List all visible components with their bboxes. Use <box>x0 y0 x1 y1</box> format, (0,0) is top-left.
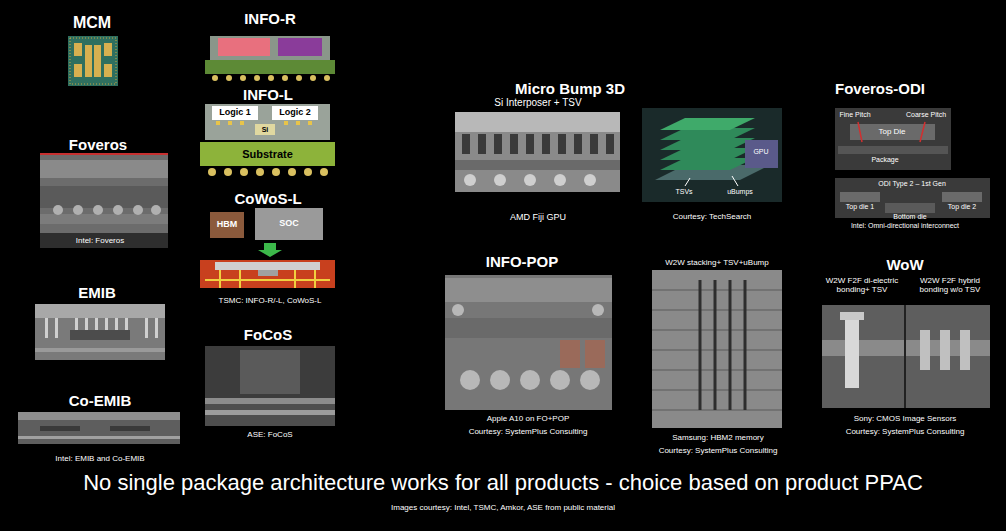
package-panel: FoCoS ASE: FoCoS <box>195 322 345 444</box>
die-label: SOC <box>279 219 299 229</box>
part-label: GPU <box>753 148 768 156</box>
panel-caption: Courtesy: SystemPlus Consulting <box>469 427 588 436</box>
panel-title: Micro Bump 3D <box>515 80 625 97</box>
part-label: Top die 2 <box>948 203 976 211</box>
panel-title: CoWoS-L <box>234 190 301 207</box>
die-label: Logic 1 <box>219 108 251 118</box>
part-label: TSVs <box>675 188 692 196</box>
package-panel: Foveros-ODI Intel: Omni-directional inter… <box>825 78 995 235</box>
panel-caption: Apple A10 on FO+POP <box>487 414 570 423</box>
die-label: Logic 2 <box>279 108 311 118</box>
package-panel: INFO-POP Apple A10 on FO+POP Courtesy: Sys… <box>440 250 620 440</box>
panel-caption: Sony: CMOS Image Sensors <box>854 414 957 423</box>
panel-title: INFO-R <box>244 10 296 27</box>
die-label: Substrate <box>242 148 293 160</box>
panel-title: WoW <box>886 256 923 273</box>
package-panel: MCM <box>55 8 130 93</box>
panel-title: INFO-L <box>243 86 293 103</box>
panel-caption: Courtesy: SystemPlus Consulting <box>846 427 965 436</box>
package-panel: EMIB <box>30 280 170 364</box>
panel-caption: TSMC: INFO-R/-L, CoWoS-L <box>219 296 322 305</box>
panel-title: Foveros <box>69 136 127 153</box>
panel-title: FoCoS <box>244 326 292 343</box>
package-panel: Micro Bump 3DSi Interposer + TSV AMD Fiji… <box>440 78 790 233</box>
part-label: Top die 1 <box>846 203 874 211</box>
image-credit: Images courtesy: Intel, TSMC, Amkor, ASE… <box>391 503 615 512</box>
panel-caption: W2W F2F di-electric bonding+ TSV <box>819 276 905 294</box>
die-label: Si <box>262 126 269 134</box>
die-box: HBM <box>210 212 244 238</box>
panel-caption: AMD Fiji GPU <box>510 212 566 222</box>
package-panel: Courtesy: TechSearch <box>638 104 788 228</box>
part-label: Package <box>871 156 898 164</box>
die-box: Si <box>255 124 275 135</box>
panel-title: Si Interposer + TSV <box>494 97 581 109</box>
package-panel: Si Interposer + TSV AMD Fiji GPU <box>450 95 626 227</box>
package-panel: INFO-R <box>195 8 345 86</box>
panel-title: Courtesy: TechSearch <box>673 212 752 221</box>
panel-caption: ASE: FoCoS <box>247 430 292 439</box>
part-label: Bottom die <box>893 213 926 221</box>
die-box: Logic 2 <box>272 106 318 120</box>
panel-caption: Intel: Omni-directional interconnect <box>851 222 959 230</box>
die-box: Logic 1 <box>212 106 258 120</box>
die-box: SOC <box>255 208 323 240</box>
panel-title: Co-EMIB <box>69 392 132 409</box>
part-label: Coarse Pitch <box>906 111 946 119</box>
part-label: Top Die <box>878 127 905 136</box>
die-label: HBM <box>217 220 238 230</box>
package-panel: W2W stacking+ TSV+uBumpSamsung: HBM2 mem… <box>640 254 790 460</box>
package-panel: Co-EMIB Intel: EMIB and Co-EMIB <box>12 388 187 470</box>
panel-title: Foveros-ODI <box>835 80 925 97</box>
panel-caption: Courtesy: SystemPlus Consulting <box>659 446 778 455</box>
panel-title: EMIB <box>78 284 116 301</box>
part-label: uBumps <box>727 188 753 196</box>
slide-caption: No single package architecture works for… <box>83 470 923 495</box>
panel-caption: Intel: EMIB and Co-EMIB <box>55 454 144 463</box>
die-box: Substrate <box>200 142 335 166</box>
panel-caption: Samsung: HBM2 memory <box>672 433 764 442</box>
panel-caption: Intel: Foveros <box>76 236 124 245</box>
panel-caption: W2W F2F hybrid bonding w/o TSV <box>907 276 993 294</box>
package-panel: FoverosIntel: Foveros <box>35 132 170 250</box>
package-panel: CoWoS-L TSMC: INFO-R/-L, CoWoS-L HBM SOC <box>195 188 345 310</box>
package-panel: INFO-L Logic 1 Logic 2 SiSubstrate <box>195 86 345 186</box>
panel-title: MCM <box>73 14 111 32</box>
part-label: ODI Type 2 – 1st Gen <box>878 180 946 188</box>
panel-title: INFO-POP <box>486 253 559 270</box>
panel-title: W2W stacking+ TSV+uBump <box>665 258 768 267</box>
package-panel: WoW W2W F2F di-electric bonding+ TSVW2W F… <box>815 254 1000 440</box>
part-label: Fine Pitch <box>839 111 870 119</box>
